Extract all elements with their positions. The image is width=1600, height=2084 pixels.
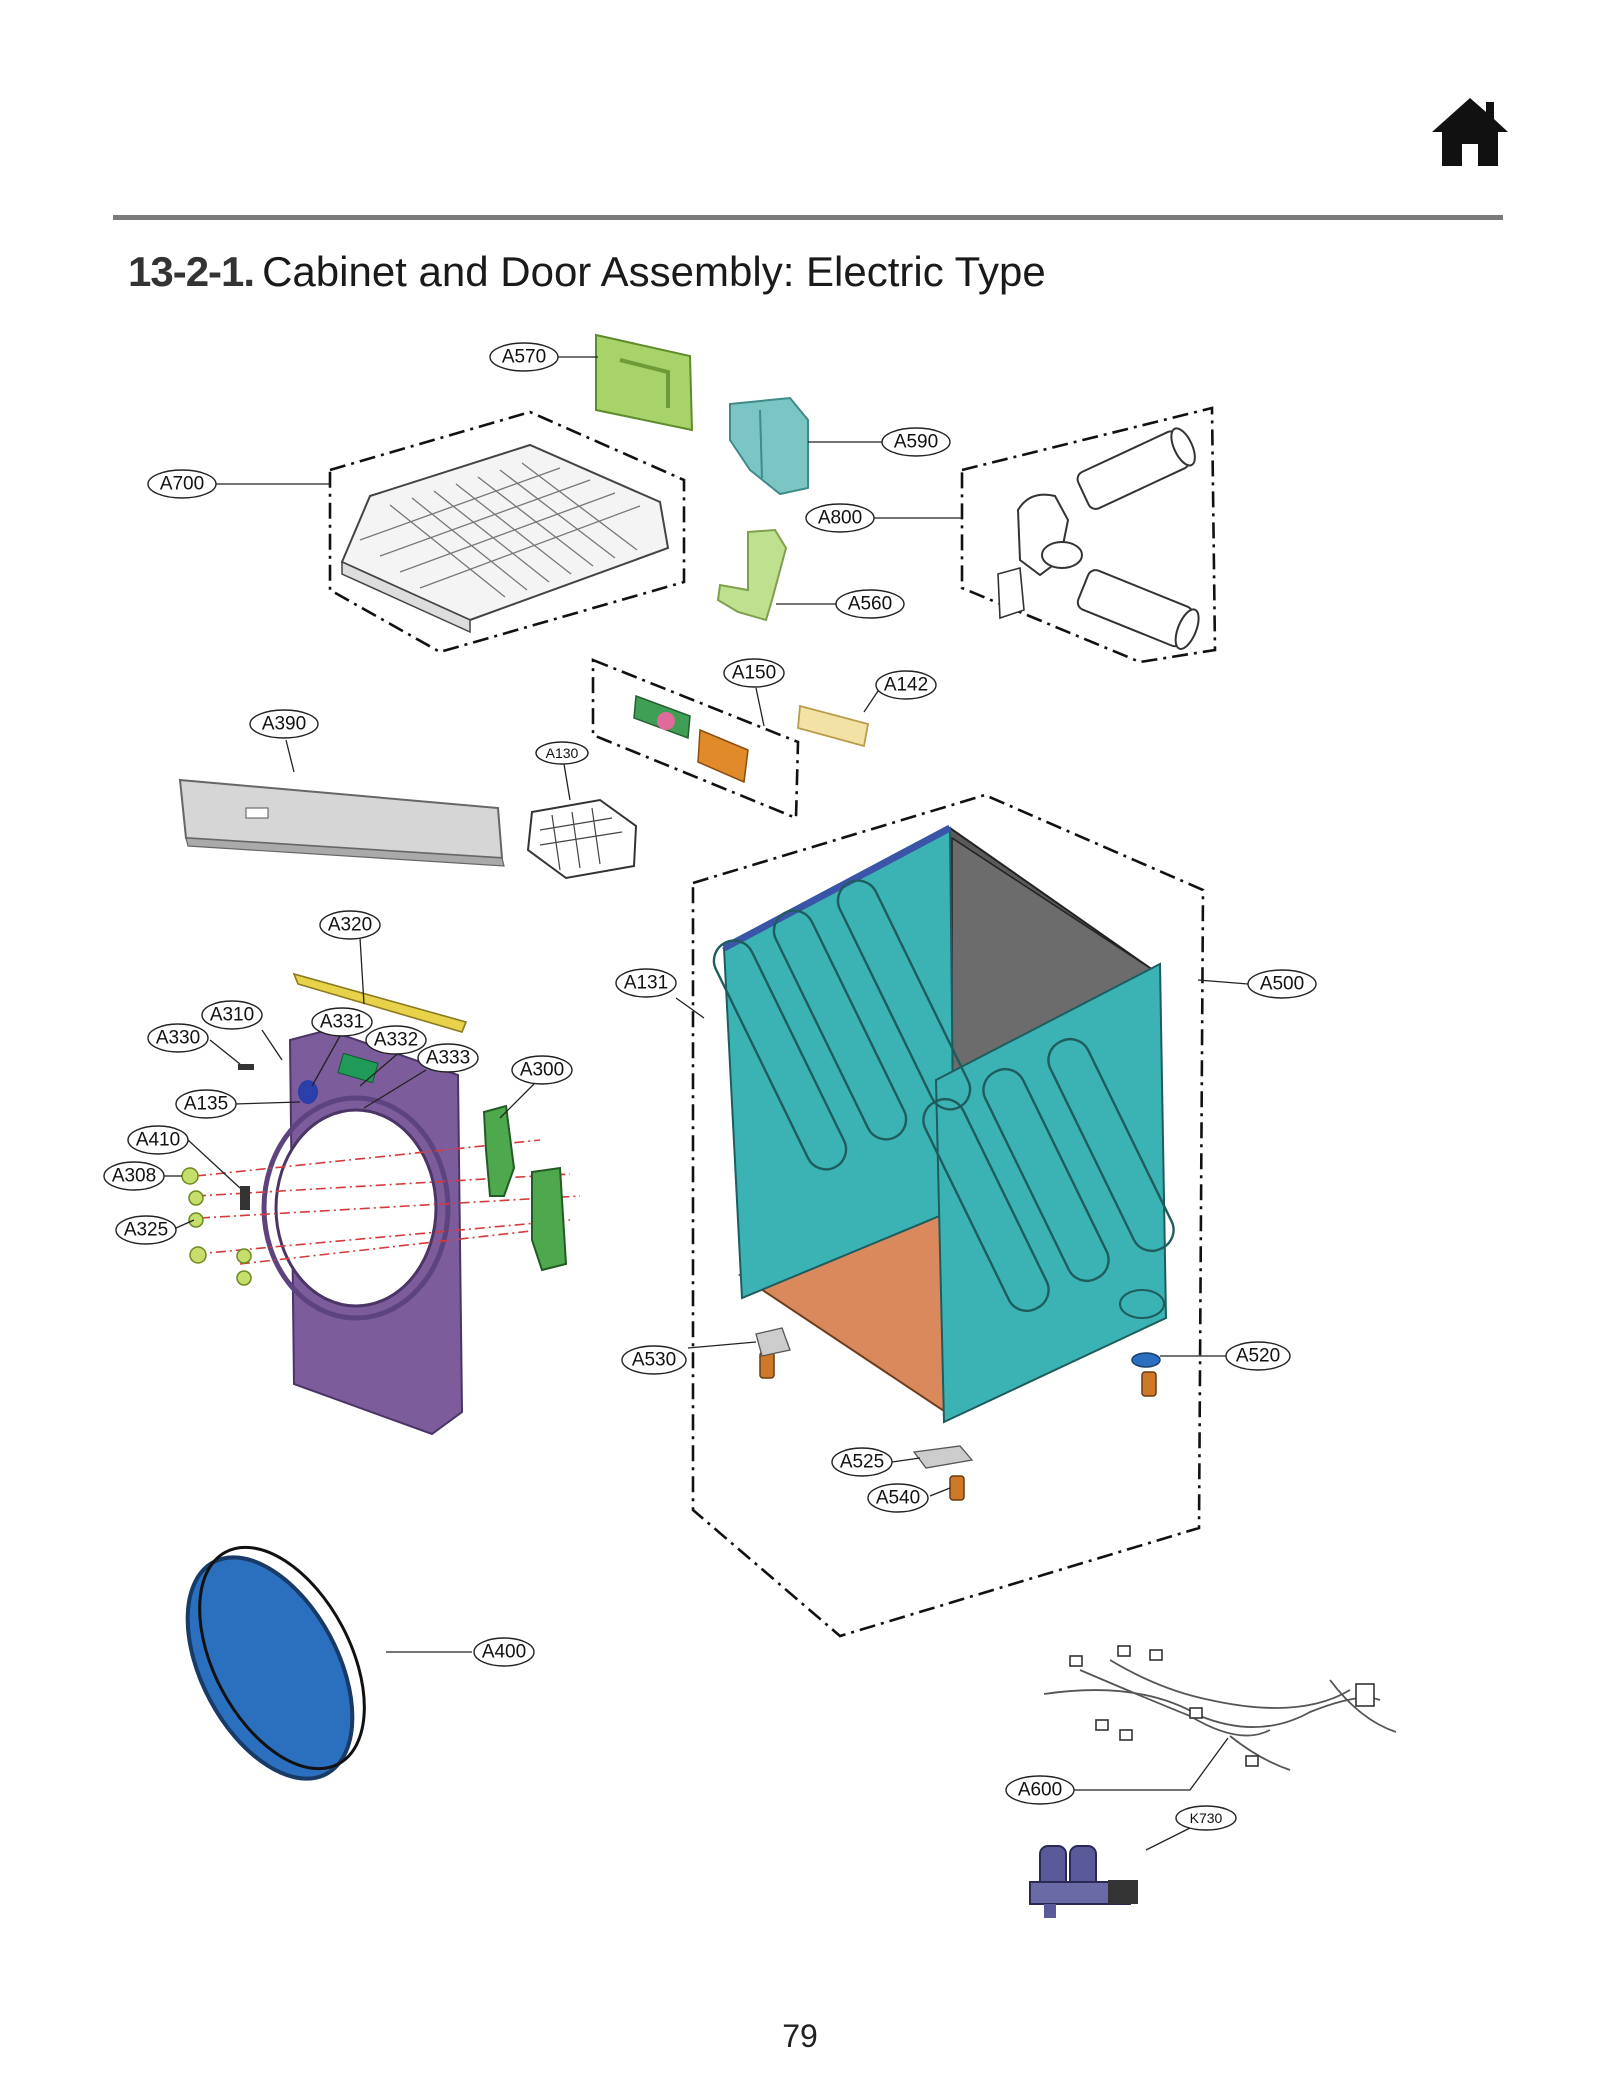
home-icon: [1432, 98, 1508, 166]
callout-a333: A333: [417, 1043, 479, 1073]
a525-bracket: [912, 1445, 974, 1469]
svg-text:A570: A570: [502, 347, 546, 368]
callout-a400: A400: [473, 1637, 535, 1667]
a560-part: [716, 528, 788, 622]
pcb-group-outline: [591, 658, 800, 820]
a700-top-tray: [340, 443, 670, 634]
callout-a142: A142: [875, 670, 937, 700]
svg-text:A131: A131: [624, 973, 668, 994]
svg-text:A331: A331: [320, 1012, 364, 1033]
svg-text:A142: A142: [884, 675, 928, 696]
a320-strip: [292, 972, 468, 1033]
a500-cabinet: [712, 824, 1175, 1424]
home-button[interactable]: [1430, 96, 1510, 168]
page-number: 79: [782, 2018, 818, 2054]
svg-text:A390: A390: [262, 714, 306, 735]
a400-door-glass: [185, 1545, 366, 1781]
callout-a135: A135: [175, 1089, 237, 1119]
svg-text:A525: A525: [840, 1452, 884, 1473]
callout-a525: A525: [831, 1447, 893, 1477]
callout-a570: A570: [489, 342, 559, 372]
svg-text:A400: A400: [482, 1642, 526, 1663]
callout-a800: A800: [805, 503, 875, 533]
callout-a310: A310: [201, 1000, 263, 1030]
callout-a590: A590: [881, 427, 951, 457]
svg-text:K730: K730: [1190, 1810, 1223, 1826]
svg-text:A500: A500: [1260, 974, 1304, 995]
a330-part: [238, 1064, 254, 1070]
callout-a390: A390: [249, 709, 319, 739]
cabinet-group-outline: [691, 793, 1205, 1638]
callout-a500: A500: [1247, 969, 1317, 999]
callout-a600: A600: [1005, 1775, 1075, 1805]
page-title: 13-2-1.Cabinet and Door Assembly: Electr…: [128, 248, 1046, 296]
svg-text:A540: A540: [876, 1488, 920, 1509]
a570-part: [595, 333, 694, 432]
a800-duct: [997, 427, 1200, 650]
callout-a560: A560: [835, 589, 905, 619]
svg-text:A330: A330: [156, 1028, 200, 1049]
svg-text:A310: A310: [210, 1005, 254, 1026]
a308-a325-screws: [181, 1167, 252, 1286]
callout-a150: A150: [723, 658, 785, 688]
svg-text:A332: A332: [374, 1030, 418, 1051]
svg-text:A325: A325: [124, 1220, 168, 1241]
svg-text:A590: A590: [894, 432, 938, 453]
header-divider: [113, 215, 1503, 220]
callout-a331: A331: [311, 1007, 373, 1037]
callout-a540: A540: [867, 1483, 929, 1513]
callout-a410: A410: [127, 1125, 189, 1155]
a390-frame-bar: [178, 778, 505, 867]
callout-a131: A131: [615, 968, 677, 998]
section-number: 13-2-1.: [128, 248, 255, 295]
a530-bracket: [755, 1327, 791, 1357]
a520-part: [1131, 1352, 1161, 1368]
svg-text:A520: A520: [1236, 1346, 1280, 1367]
k730-water-valve: [1029, 1845, 1138, 1918]
svg-text:A700: A700: [160, 474, 204, 495]
callout-a520: A520: [1225, 1341, 1291, 1371]
callout-k730: K730: [1175, 1805, 1237, 1831]
a130-part: [526, 798, 638, 880]
callout-a700: A700: [147, 469, 217, 499]
callout-a320: A320: [319, 910, 381, 940]
svg-text:A130: A130: [546, 745, 579, 761]
svg-text:A333: A333: [426, 1048, 470, 1069]
svg-text:A320: A320: [328, 915, 372, 936]
svg-text:A600: A600: [1018, 1780, 1062, 1801]
svg-text:A800: A800: [818, 508, 862, 529]
door-panel: [261, 1028, 464, 1436]
a600-wire-harness: [1043, 1645, 1397, 1771]
svg-text:A135: A135: [184, 1094, 228, 1115]
duct-group-outline: [960, 406, 1217, 664]
callout-a130: A130: [535, 741, 589, 765]
top-tray-group-outline: [328, 410, 686, 654]
callout-a325: A325: [115, 1215, 177, 1245]
a410-latch: [240, 1186, 250, 1210]
svg-text:A530: A530: [632, 1350, 676, 1371]
section-title: Cabinet and Door Assembly: Electric Type: [262, 248, 1046, 295]
callout-a308: A308: [103, 1161, 165, 1191]
a150-pcb: [633, 694, 749, 784]
svg-text:A300: A300: [520, 1060, 564, 1081]
a590-part: [729, 396, 809, 496]
a142-part: [797, 704, 870, 748]
leader-lines: [158, 356, 1249, 1851]
a300-hinge-brackets: [482, 1104, 568, 1272]
callout-a530: A530: [621, 1345, 687, 1375]
svg-text:A150: A150: [732, 663, 776, 684]
callout-a330: A330: [147, 1023, 209, 1053]
callout-a300: A300: [511, 1055, 573, 1085]
callout-a332: A332: [365, 1025, 427, 1055]
svg-text:A308: A308: [112, 1166, 156, 1187]
svg-text:A410: A410: [136, 1130, 180, 1151]
svg-text:A560: A560: [848, 594, 892, 615]
assembly-lines: [195, 1139, 581, 1265]
